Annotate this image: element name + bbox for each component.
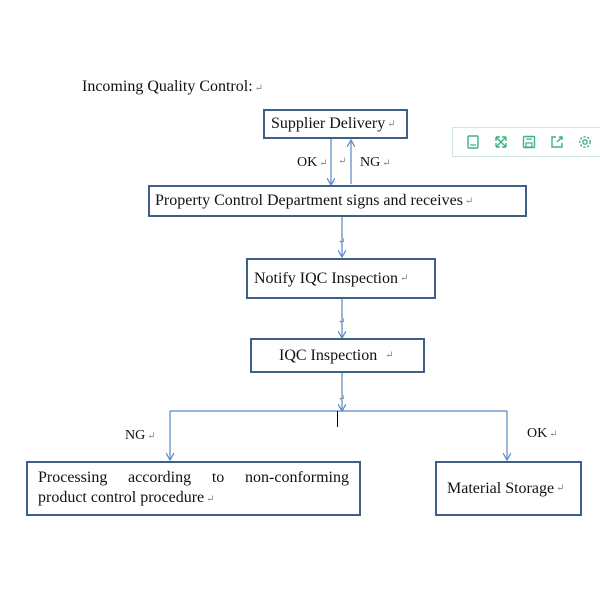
node-iqc-inspection[interactable]: IQC Inspection ↵ — [250, 338, 425, 373]
node-iqc-label: IQC Inspection — [279, 346, 378, 364]
paragraph-mark: ↵ — [147, 431, 156, 442]
node-supplier-delivery[interactable]: Supplier Delivery↵ — [263, 109, 408, 139]
edge-label-ng-up: NG↵ — [360, 155, 391, 171]
diagram-title-text: Incoming Quality Control: — [82, 78, 253, 95]
text-cursor — [337, 411, 338, 427]
node-property-control[interactable]: Property Control Department signs and re… — [148, 185, 527, 217]
edge-label-ng-left-text: NG — [125, 428, 146, 443]
floating-toolbar — [452, 127, 600, 157]
paragraph-mark-3: ↵ — [338, 393, 346, 403]
edge-label-ok-right-text: OK — [527, 426, 548, 441]
edge-label-ok-down: OK↵ — [297, 155, 328, 171]
node-processing-nonconforming[interactable]: Processing according to non-conforming p… — [26, 461, 361, 516]
paragraph-mark: ↵ — [206, 493, 215, 505]
node-property-label: Property Control Department signs and re… — [155, 192, 463, 209]
paragraph-mark-mid: ↵ — [338, 156, 347, 167]
node-notify-iqc[interactable]: Notify IQC Inspection↵ — [246, 258, 436, 299]
node-processing-line2-wrap: product control procedure↵ — [38, 488, 215, 510]
edge-label-ok-right: OK↵ — [527, 426, 558, 442]
save-icon[interactable] — [519, 132, 539, 152]
edge-label-ng-up-text: NG — [360, 155, 381, 170]
share-icon[interactable] — [547, 132, 567, 152]
node-processing-line1: Processing according to non-conforming — [38, 468, 349, 486]
paragraph-mark: ↵ — [254, 83, 264, 94]
diagram-title: Incoming Quality Control:↵ — [82, 78, 263, 96]
paragraph-mark: ↵ — [399, 273, 409, 284]
paragraph-mark-1: ↵ — [338, 236, 346, 246]
node-processing-line2: product control procedure — [38, 488, 205, 506]
fullscreen-icon[interactable] — [491, 132, 511, 152]
paragraph-mark: ↵ — [556, 483, 565, 494]
paragraph-mark-2: ↵ — [338, 316, 346, 326]
node-notify-label: Notify IQC Inspection — [254, 269, 398, 287]
edge-label-ok-down-text: OK — [297, 155, 318, 170]
document-icon[interactable] — [463, 132, 483, 152]
paragraph-mark: ↵ — [549, 429, 558, 440]
node-material-storage[interactable]: Material Storage↵ — [435, 461, 582, 516]
edge-label-ng-left: NG↵ — [125, 428, 156, 444]
node-supplier-label: Supplier Delivery — [271, 115, 386, 132]
node-storage-label: Material Storage — [447, 479, 555, 497]
settings-icon[interactable] — [575, 132, 595, 152]
paragraph-mark: ↵ — [464, 195, 474, 207]
paragraph-mark: ↵ — [387, 118, 396, 130]
paragraph-mark: ↵ — [319, 158, 328, 169]
paragraph-mark: ↵ — [382, 158, 391, 169]
paragraph-mark: ↵ — [385, 350, 394, 361]
